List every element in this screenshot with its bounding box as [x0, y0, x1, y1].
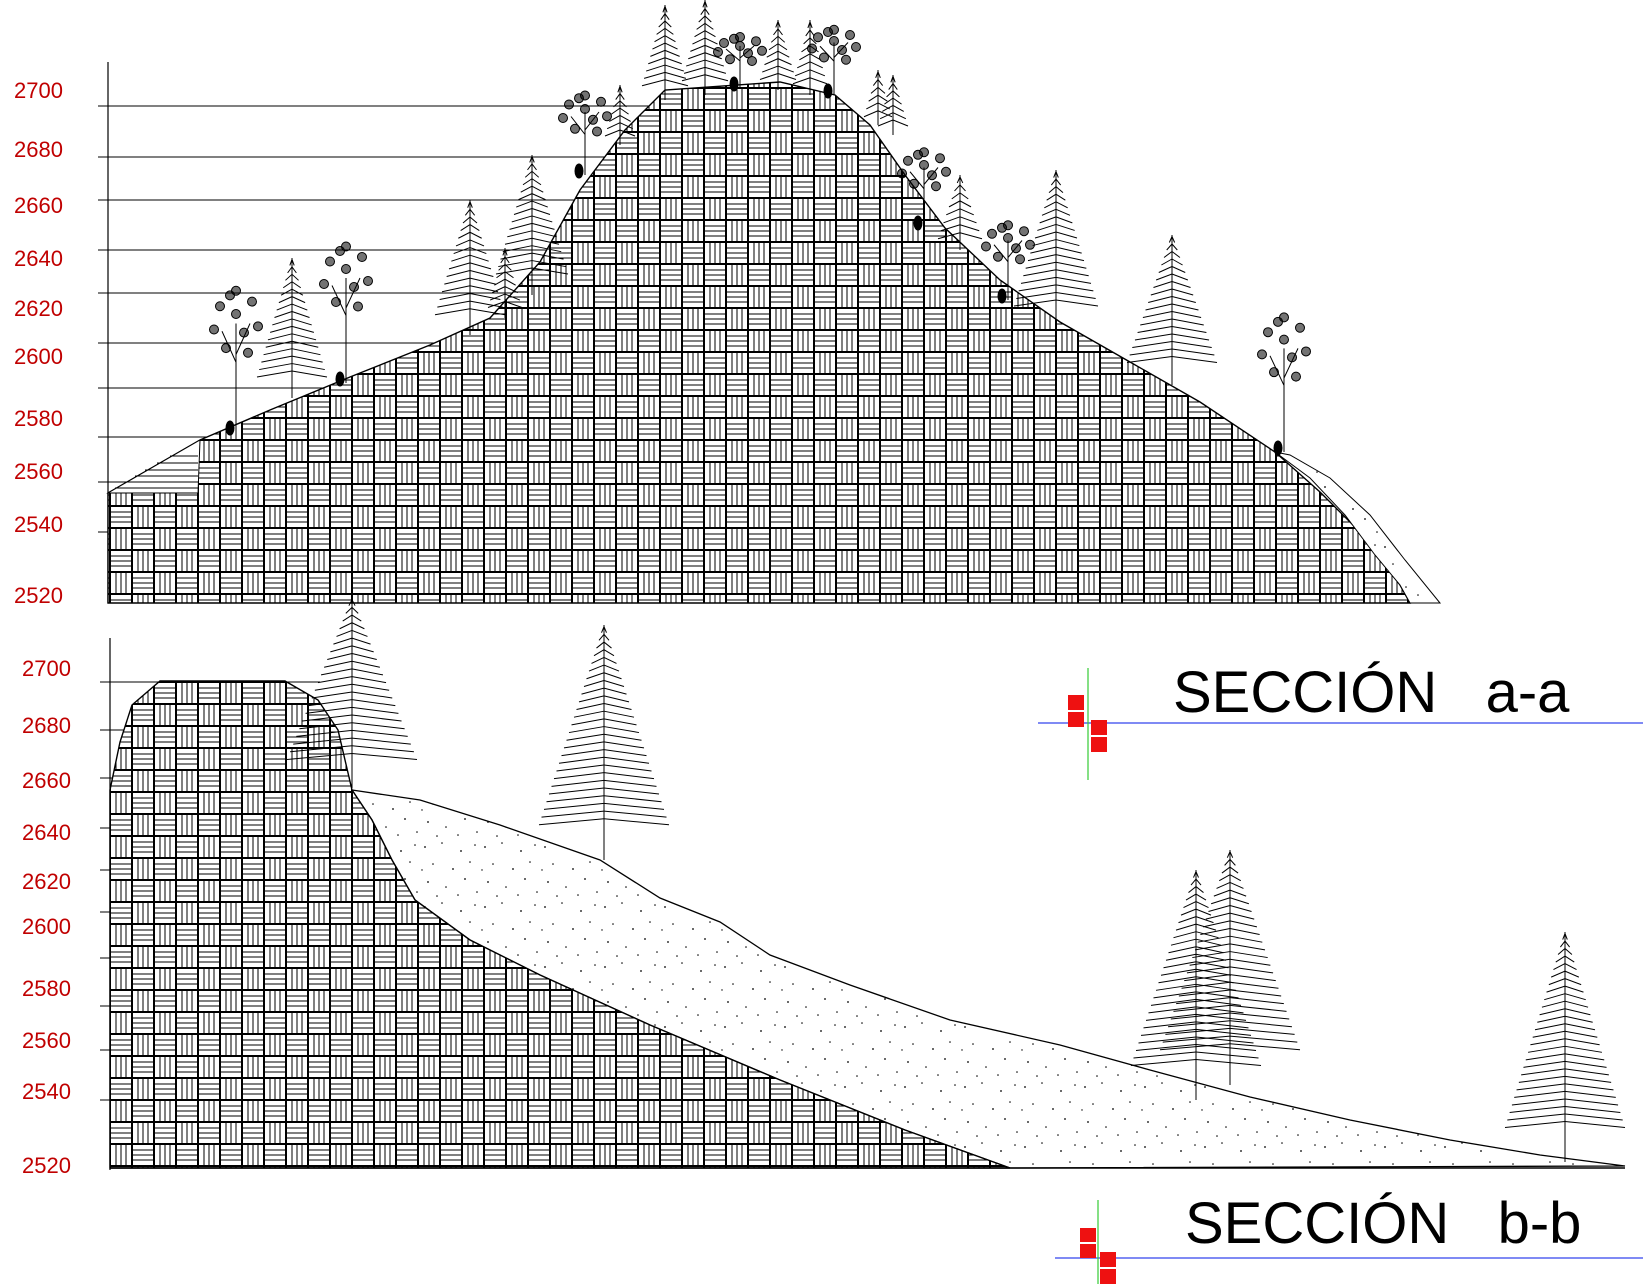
broadleaf-tree-icon: [1257, 312, 1311, 456]
conifer-tree-icon: [604, 85, 636, 145]
section-b-elevation-labels: 2700 2680 2660 2640 2620 2600 2580 2560 …: [22, 656, 71, 1178]
conifer-tree-icon: [877, 75, 909, 135]
conifer-tree-icon: [1013, 170, 1099, 330]
elevation-label: 2520: [22, 1153, 71, 1178]
conifer-tree-icon: [641, 5, 689, 100]
broadleaf-tree-icon: [209, 285, 263, 436]
conifer-tree-icon: [681, 0, 729, 95]
section-a-trees: [209, 0, 1311, 456]
conifer-tree-icon: [1126, 235, 1218, 385]
section-a-grid-lines: [98, 105, 720, 533]
elevation-label: 2620: [14, 296, 63, 321]
elevation-label: 2700: [14, 78, 63, 103]
section-b-profile: 2700 2680 2660 2640 2620 2600 2580 2560 …: [22, 598, 1626, 1178]
elevation-label: 2660: [22, 768, 71, 793]
elevation-label: 2540: [22, 1079, 71, 1104]
section-a-soil-flank: [1274, 451, 1442, 604]
broadleaf-tree-icon: [807, 24, 861, 99]
conifer-tree-icon: [1130, 870, 1262, 1100]
section-b-rock-mass: [109, 680, 1011, 1169]
section-b-title-block: SECCIÓN b-b: [1055, 1191, 1643, 1284]
conifer-tree-icon: [863, 70, 893, 125]
conifer-tree-icon: [759, 20, 797, 90]
elevation-label: 2560: [22, 1028, 71, 1053]
section-a-elevation-labels: 2700 2680 2660 2640 2620 2600 2580 2560 …: [14, 78, 63, 608]
conifer-tree-icon: [1159, 850, 1301, 1085]
elevation-label: 2520: [14, 583, 63, 608]
section-b-title: SECCIÓN b-b: [1185, 1191, 1581, 1256]
conifer-tree-icon: [487, 248, 523, 318]
conifer-tree-icon: [495, 155, 569, 295]
elevation-label: 2600: [14, 344, 63, 369]
conifer-tree-icon: [538, 625, 670, 860]
elevation-label: 2640: [22, 820, 71, 845]
elevation-label: 2580: [14, 406, 63, 431]
conifer-tree-icon: [256, 258, 328, 398]
broadleaf-tree-icon: [558, 90, 612, 179]
conifer-tree-icon: [792, 20, 828, 95]
broadleaf-tree-icon: [319, 241, 373, 387]
section-a-ledge-strata: [106, 439, 201, 494]
section-a-profile: 2700 2680 2660 2640 2620 2600 2580 2560 …: [14, 0, 1442, 608]
broadleaf-tree-icon: [713, 32, 767, 92]
elevation-label: 2640: [14, 246, 63, 271]
elevation-label: 2600: [22, 914, 71, 939]
broadleaf-tree-icon: [981, 220, 1035, 304]
elevation-label: 2680: [14, 137, 63, 162]
section-a-title: SECCIÓN a-a: [1173, 660, 1570, 725]
elevation-label: 2620: [22, 869, 71, 894]
section-a-title-block: SECCIÓN a-a: [1038, 660, 1643, 780]
conifer-tree-icon: [434, 200, 506, 335]
conifer-tree-icon: [1504, 932, 1626, 1162]
elevation-label: 2580: [22, 976, 71, 1001]
section-b-trees: [286, 598, 1626, 1162]
elevation-label: 2540: [14, 512, 63, 537]
elevation-label: 2680: [22, 713, 71, 738]
elevation-label: 2660: [14, 193, 63, 218]
elevation-label: 2560: [14, 459, 63, 484]
conifer-tree-icon: [286, 598, 418, 788]
conifer-tree-icon: [937, 175, 983, 250]
broadleaf-tree-icon: [897, 147, 951, 231]
elevation-label: 2700: [22, 656, 71, 681]
